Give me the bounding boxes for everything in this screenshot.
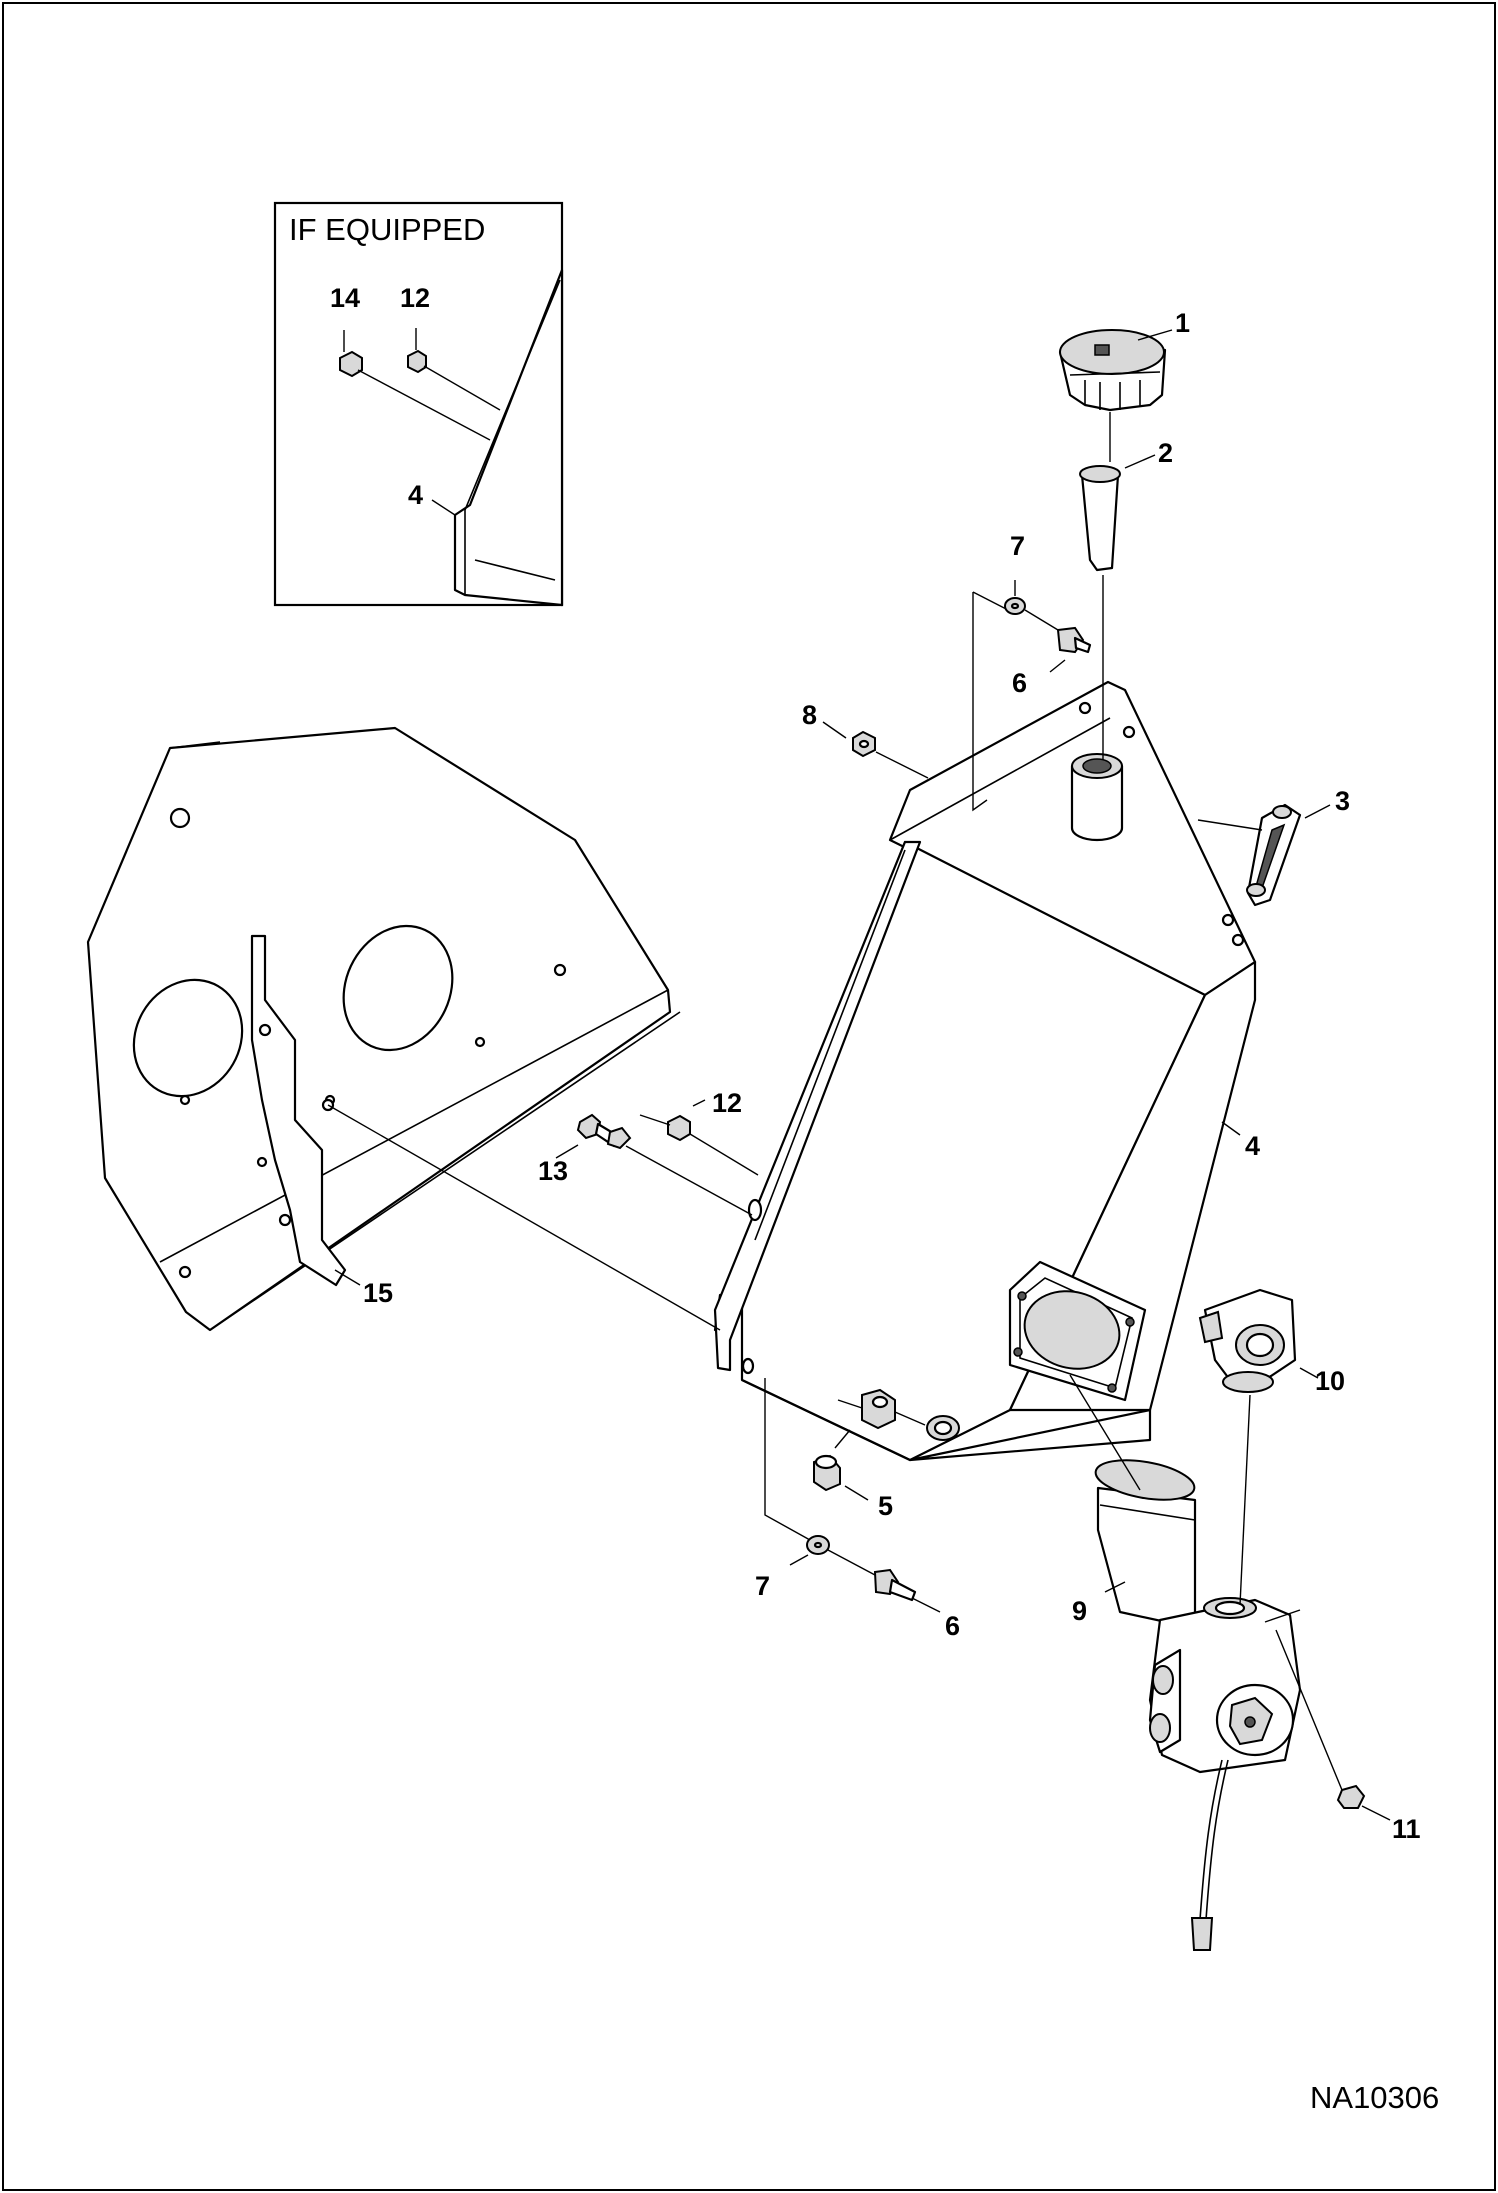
sight-gauge bbox=[1246, 803, 1302, 907]
callout-12: 12 bbox=[712, 1088, 742, 1118]
callout-15: 15 bbox=[363, 1278, 393, 1308]
inset-callout-4: 4 bbox=[408, 480, 423, 510]
callout-6-bottom: 6 bbox=[945, 1611, 960, 1641]
inset-callout-14: 14 bbox=[330, 283, 360, 313]
callout-9: 9 bbox=[1072, 1596, 1087, 1626]
filler-strainer bbox=[1079, 465, 1121, 572]
filler-neck bbox=[1070, 753, 1124, 842]
filter-mount-plate bbox=[1008, 1260, 1147, 1402]
drain-plug-5 bbox=[813, 1454, 841, 1492]
washer-7-top bbox=[1004, 597, 1026, 615]
callout-10: 10 bbox=[1315, 1366, 1345, 1396]
return-filter bbox=[1094, 1459, 1197, 1627]
washer-7-bottom bbox=[806, 1535, 830, 1555]
callout-11: 11 bbox=[1392, 1814, 1421, 1844]
callout-5: 5 bbox=[878, 1491, 893, 1521]
filler-cap bbox=[1058, 329, 1167, 412]
fitting-13 bbox=[576, 1113, 632, 1150]
inset-fitting-14 bbox=[339, 350, 363, 378]
filter-head bbox=[1148, 1597, 1302, 1774]
callout-7-bottom: 7 bbox=[755, 1571, 770, 1601]
frame-plate bbox=[86, 726, 681, 1332]
screw-11 bbox=[1336, 1784, 1366, 1809]
hydraulic-tank bbox=[713, 680, 1257, 1462]
callout-3: 3 bbox=[1335, 786, 1350, 816]
callout-1: 1 bbox=[1175, 308, 1190, 338]
nut-8 bbox=[852, 730, 876, 758]
callout-13: 13 bbox=[538, 1156, 568, 1186]
callout-6-top: 6 bbox=[1012, 668, 1027, 698]
inset-title: IF EQUIPPED bbox=[289, 212, 485, 247]
callout-7-top: 7 bbox=[1010, 531, 1025, 561]
inset-callout-12: 12 bbox=[400, 283, 430, 313]
callout-8: 8 bbox=[802, 700, 817, 730]
fitting-12 bbox=[667, 1114, 691, 1142]
bolt-6-bottom bbox=[873, 1568, 917, 1602]
drawing-id: NA10306 bbox=[1310, 2080, 1439, 2115]
inset-box: IF EQUIPPED 14 12 4 bbox=[273, 201, 564, 607]
elbow-fitting-10 bbox=[1198, 1288, 1297, 1393]
bolt-6-top bbox=[1056, 626, 1092, 654]
filter-sensor-wire bbox=[1190, 1759, 1229, 1951]
callout-4: 4 bbox=[1245, 1131, 1260, 1161]
callout-2: 2 bbox=[1158, 438, 1173, 468]
inset-tank-corner bbox=[453, 268, 564, 607]
inset-fitting-12 bbox=[407, 349, 427, 374]
drain-adapter bbox=[861, 1388, 896, 1430]
